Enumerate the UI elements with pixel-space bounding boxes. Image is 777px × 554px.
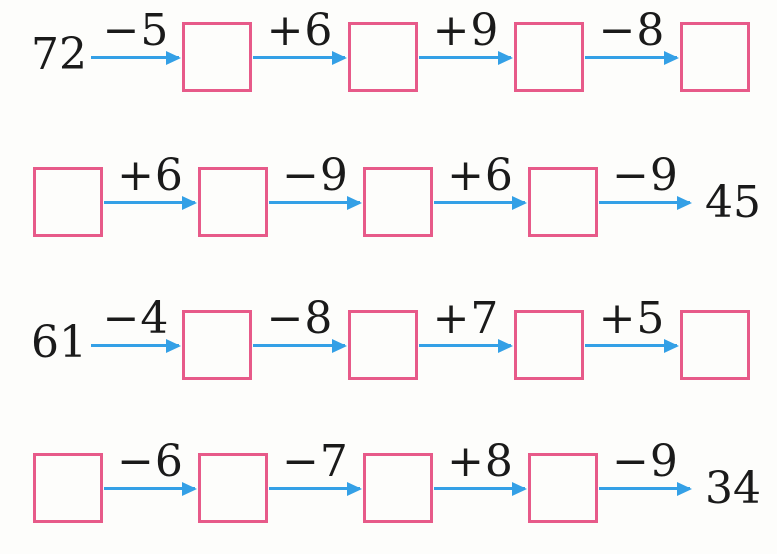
answer-box[interactable] <box>348 22 418 92</box>
answer-box[interactable] <box>198 167 268 237</box>
answer-box[interactable] <box>528 167 598 237</box>
end-number: 34 <box>705 463 761 514</box>
operation-label: −9 <box>612 436 679 487</box>
step: −6 <box>103 436 198 533</box>
operation-label: +6 <box>266 5 334 56</box>
start-number: 61 <box>31 317 87 368</box>
arrow-right-icon <box>104 201 195 204</box>
step: +5 <box>584 293 680 390</box>
arrow-right-icon <box>269 487 360 490</box>
operation-label: −7 <box>282 436 349 487</box>
operation-label: −8 <box>266 293 334 344</box>
operation-label: −8 <box>598 5 666 56</box>
arrow-right-icon <box>253 56 345 59</box>
chain-row-4: −6 −7 +8 −9 34 <box>0 436 777 533</box>
chain-row-3: 61 −4 −8 +7 +5 <box>0 293 777 390</box>
arrow-right-icon <box>253 344 345 347</box>
step: +6 <box>252 5 348 102</box>
operation-label: +5 <box>598 293 666 344</box>
arrow-right-icon <box>91 56 179 59</box>
arrow-right-icon <box>269 201 360 204</box>
answer-box[interactable] <box>182 310 252 380</box>
step: −7 <box>268 436 363 533</box>
operation-label: −9 <box>612 150 679 201</box>
end-number: 45 <box>705 177 761 228</box>
start-number: 72 <box>31 29 87 80</box>
step: +8 <box>433 436 528 533</box>
step: −5 <box>90 5 182 102</box>
arrow-right-icon <box>585 344 677 347</box>
answer-box[interactable] <box>182 22 252 92</box>
arrow-right-icon <box>419 56 511 59</box>
operation-label: −5 <box>102 5 170 56</box>
answer-box[interactable] <box>363 453 433 523</box>
answer-box[interactable] <box>348 310 418 380</box>
operation-label: +6 <box>447 150 514 201</box>
arrow-right-icon <box>91 344 179 347</box>
operation-label: −4 <box>102 293 170 344</box>
step: +6 <box>103 150 198 247</box>
answer-box[interactable] <box>363 167 433 237</box>
step: −8 <box>252 293 348 390</box>
step: +7 <box>418 293 514 390</box>
answer-box[interactable] <box>528 453 598 523</box>
operation-label: +6 <box>117 150 184 201</box>
arrow-right-icon <box>104 487 195 490</box>
operation-label: +7 <box>432 293 500 344</box>
chain-row-1: 72 −5 +6 +9 −8 <box>0 5 777 102</box>
chain-row-2: +6 −9 +6 −9 45 <box>0 150 777 247</box>
answer-box[interactable] <box>514 22 584 92</box>
step: −9 <box>598 436 693 533</box>
step: −4 <box>90 293 182 390</box>
operation-label: −9 <box>282 150 349 201</box>
arrow-right-icon <box>419 344 511 347</box>
answer-box[interactable] <box>514 310 584 380</box>
answer-box[interactable] <box>33 453 103 523</box>
arrow-right-icon <box>599 487 690 490</box>
arrow-right-icon <box>585 56 677 59</box>
step: +9 <box>418 5 514 102</box>
step: −9 <box>268 150 363 247</box>
operation-label: −6 <box>117 436 184 487</box>
step: −9 <box>598 150 693 247</box>
arrow-right-icon <box>434 487 525 490</box>
answer-box[interactable] <box>198 453 268 523</box>
operation-label: +8 <box>447 436 514 487</box>
answer-box[interactable] <box>33 167 103 237</box>
arrow-right-icon <box>599 201 690 204</box>
step: +6 <box>433 150 528 247</box>
operation-label: +9 <box>432 5 500 56</box>
step: −8 <box>584 5 680 102</box>
arrow-right-icon <box>434 201 525 204</box>
answer-box[interactable] <box>680 22 750 92</box>
answer-box[interactable] <box>680 310 750 380</box>
